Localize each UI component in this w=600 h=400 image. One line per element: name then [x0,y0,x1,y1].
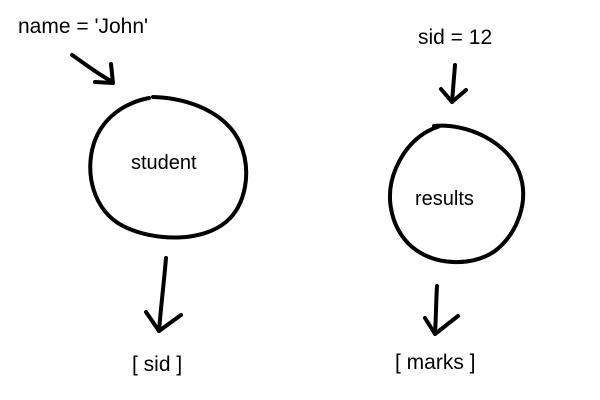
right-input-label: sid = 12 [418,26,493,49]
left-input-arrow-head [93,62,115,85]
student-output-arrow-shaft [157,256,168,333]
student-output-label: [ sid ] [132,353,183,376]
results-node-label: results [415,188,474,210]
left-input-label: name = 'John' [18,15,149,38]
results-output-arrow-shaft [433,284,439,336]
results-node-circle [388,123,526,265]
results-output-arrow-head [423,314,460,336]
results-output-label: [ marks ] [395,351,476,374]
right-input-arrow-shaft [450,63,457,104]
right-input-arrow-head [439,87,468,104]
student-node-circle [88,95,249,240]
student-node-label: student [131,152,197,174]
left-input-arrow-shaft [70,53,113,83]
student-output-arrow-head [144,310,183,333]
